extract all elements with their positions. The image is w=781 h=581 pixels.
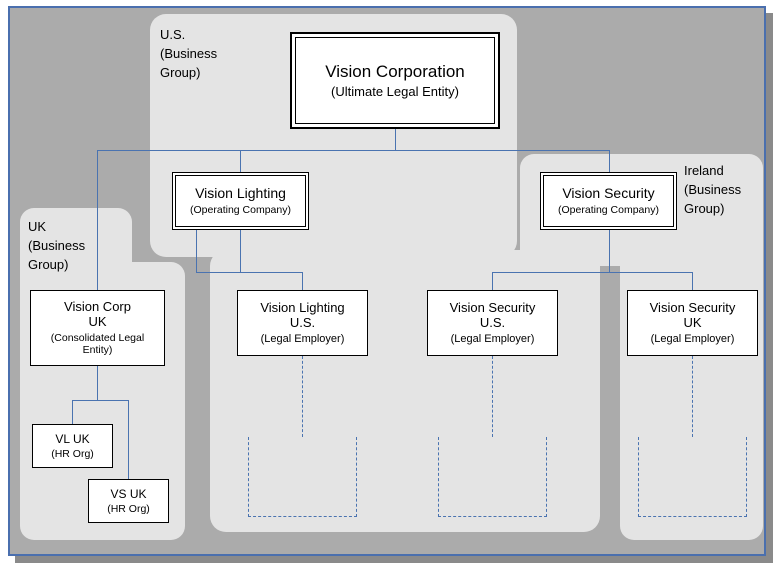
connector-to-vl-uk [72, 400, 73, 424]
node-vision-lighting: Vision Lighting (Operating Company) [172, 172, 309, 230]
connector-lighting-branch [196, 272, 303, 273]
connector-corp-to-bus [395, 129, 396, 151]
node-title: Vision Security U.S. [449, 300, 536, 331]
node-vision-corporation: Vision Corporation (Ultimate Legal Entit… [290, 32, 500, 129]
node-subtitle: (Legal Employer) [650, 332, 735, 345]
connector-bus-to-vision-lighting [240, 150, 241, 172]
connector-to-vs-uk [128, 400, 129, 479]
connector-corp-uk-drop [97, 366, 98, 400]
connector-to-vision-lighting-us [302, 272, 303, 290]
node-subtitle: (Ultimate Legal Entity) [331, 83, 459, 99]
dashed-placeholder-box-lighting-us [248, 437, 357, 517]
dashed-connector-lighting-us [302, 356, 303, 437]
node-subtitle: (Legal Employer) [260, 332, 345, 345]
node-vision-security-uk: Vision Security UK (Legal Employer) [627, 290, 758, 356]
us-business-group-label: U.S. (Business Group) [160, 27, 218, 80]
connector-to-vision-security-us [492, 272, 493, 290]
dashed-placeholder-box-security-us [438, 437, 547, 517]
node-vision-lighting-us: Vision Lighting U.S. (Legal Employer) [237, 290, 368, 356]
node-title: Vision Security UK [649, 300, 736, 331]
node-title: Vision Corporation [325, 61, 465, 81]
node-title: VL UK [55, 431, 90, 446]
node-title: Vision Lighting U.S. [260, 300, 345, 331]
node-vision-security: Vision Security (Operating Company) [540, 172, 677, 230]
dashed-placeholder-box-security-uk [638, 437, 747, 517]
connector-lighting-drop-center [240, 230, 241, 272]
connector-to-vision-security-uk [692, 272, 693, 290]
node-subtitle: (HR Org) [107, 502, 150, 515]
node-vision-corp-uk: Vision Corp UK (Consolidated Legal Entit… [30, 290, 165, 366]
node-subtitle: (HR Org) [51, 447, 94, 460]
node-vs-uk: VS UK (HR Org) [88, 479, 169, 523]
connector-security-branch [492, 272, 693, 273]
node-subtitle: (Consolidated Legal Entity) [50, 331, 145, 357]
dashed-connector-security-us [492, 356, 493, 437]
connector-uk-branch [72, 400, 129, 401]
dashed-connector-security-uk [692, 356, 693, 437]
node-vision-security-us: Vision Security U.S. (Legal Employer) [427, 290, 558, 356]
node-subtitle: (Operating Company) [558, 203, 659, 216]
connector-lighting-drop-left [196, 230, 197, 272]
node-title: Vision Lighting [195, 185, 286, 202]
connector-security-drop [609, 230, 610, 272]
node-title: Vision Corp UK [64, 299, 131, 330]
connector-main-bus [97, 150, 610, 151]
uk-business-group-label: UK (Business Group) [28, 219, 86, 272]
node-frame: Vision Lighting (Operating Company) [175, 175, 306, 227]
connector-bus-to-vision-corp-uk [97, 150, 98, 290]
node-title: VS UK [110, 486, 147, 501]
node-vl-uk: VL UK (HR Org) [32, 424, 113, 468]
connector-bus-to-vision-security [609, 150, 610, 172]
ireland-business-group-label: Ireland (Business Group) [684, 163, 742, 216]
node-title: Vision Security [562, 185, 655, 202]
node-subtitle: (Operating Company) [190, 203, 291, 216]
node-subtitle: (Legal Employer) [450, 332, 535, 345]
node-frame: Vision Security (Operating Company) [543, 175, 674, 227]
node-frame: Vision Corporation (Ultimate Legal Entit… [295, 37, 495, 124]
